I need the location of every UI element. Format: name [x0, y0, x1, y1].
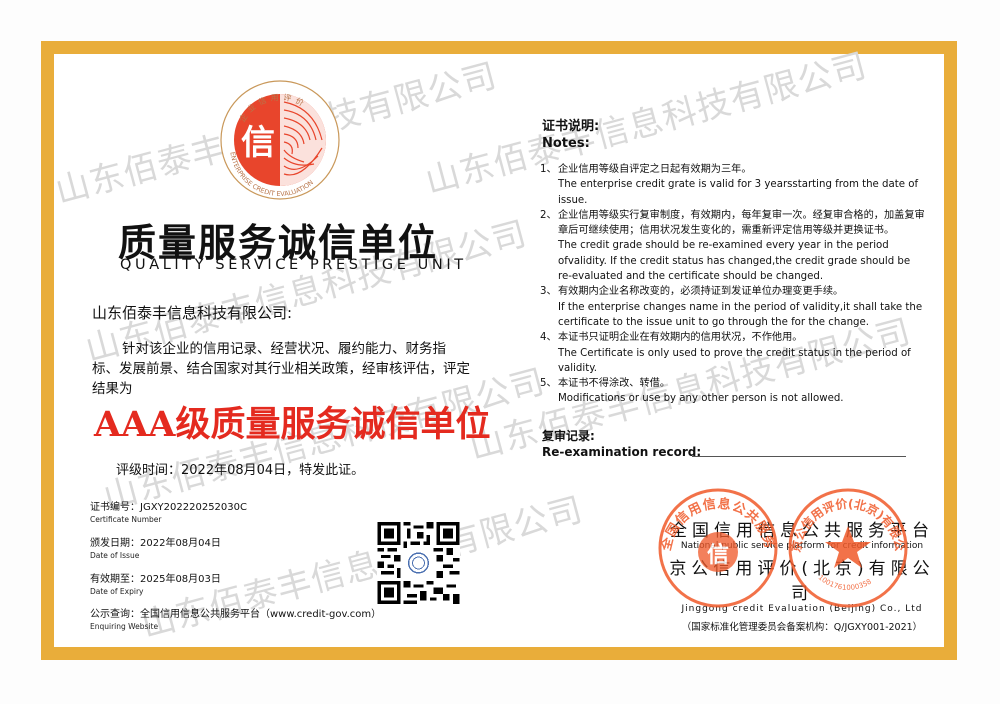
svg-text:1001761000358: 1001761000358 — [817, 573, 873, 591]
enquiry-website[interactable]: 全国信用信息公共服务平台（www.credit-gov.com） — [140, 609, 382, 620]
note-item: 5、本证书不得涂改、转借。Modifications or use by any… — [540, 378, 844, 405]
expiry-date: 2025年08月03日 — [140, 574, 221, 585]
certificate-number: JGXY202220252030C — [140, 502, 247, 513]
credit-grade: AAA级质量服务诚信单位 — [94, 404, 491, 445]
issuer-company-en: Jinggong credit Evaluation (Beijing) Co.… — [681, 604, 923, 614]
issuer-platform-en: National public service platform for cre… — [680, 541, 924, 551]
enquiry-website-field: 公示查询：全国信用信息公共服务平台（www.credit-gov.com） En… — [90, 609, 382, 631]
issuer-company-cn: 京公信用评价(北京)有限公司 — [669, 559, 935, 604]
issuer-standard: （国家标准化管理委员会备案机构：Q/JGXY001-2021） — [681, 622, 923, 633]
evaluation-paragraph: 针对该企业的信用记录、经营状况、履约能力、财务指标、发展前景、结合国家对其行业相… — [92, 341, 470, 397]
notes-heading: 证书说明: Notes: — [542, 119, 600, 151]
certificate-number-field: 证书编号：JGXY202220252030C Certificate Numbe… — [90, 502, 247, 524]
reexamination-record: 复审记录: Re-examination record: — [542, 429, 702, 459]
notes-list: 1、企业信用等级自评定之日起有效期为三年。The enterprise cred… — [540, 162, 925, 407]
credit-evaluation-logo-icon: 信 企业信用评价 ENTERPRISE CREDIT EVALUATION — [220, 80, 340, 200]
issuer-platform-cn: 全国信用信息公共服务平台 — [670, 521, 934, 541]
certificate-subtitle: QUALITY SERVICE PRESTIGE UNIT — [120, 257, 467, 273]
company-name: 山东佰泰丰信息科技有限公司: — [92, 304, 293, 322]
qr-code-icon[interactable] — [377, 522, 460, 604]
issuer-block: 全国信用信息公共服务平台 National public service pla… — [662, 516, 942, 633]
svg-text:信: 信 — [707, 542, 729, 568]
certificate-frame — [41, 41, 957, 660]
reexamination-line — [692, 456, 906, 457]
issue-date: 2022年08月04日 — [140, 538, 221, 549]
rating-date: 评级时间：2022年08月04日，特发此证。 — [116, 463, 365, 478]
expiry-date-field: 有效期至：2025年08月03日 Date of Expiry — [90, 574, 221, 596]
issue-date-field: 颁发日期：2022年08月04日 Date of Issue — [90, 538, 221, 560]
note-item: 4、本证书只证明企业在有效期内的信用状况，不作他用。The Certificat… — [540, 332, 911, 374]
company-seal-icon: 京公信用评价(北京)有限公司 1001761000358 — [786, 486, 908, 608]
svg-text:信: 信 — [241, 123, 275, 163]
certificate-title: 质量服务诚信单位 — [118, 221, 439, 265]
note-item: 2、企业信用等级实行复审制度，有效期内，每年复审一次。经复审合格的，加盖复审章后… — [540, 209, 925, 283]
platform-seal-icon: 信 全国信用信息公共服务平台 — [656, 486, 778, 608]
note-item: 1、企业信用等级自评定之日起有效期为三年。The enterprise cred… — [540, 164, 919, 206]
note-item: 3、有效期内企业名称改变的，必须持证到发证单位办理变更手续。If the ent… — [540, 286, 923, 328]
